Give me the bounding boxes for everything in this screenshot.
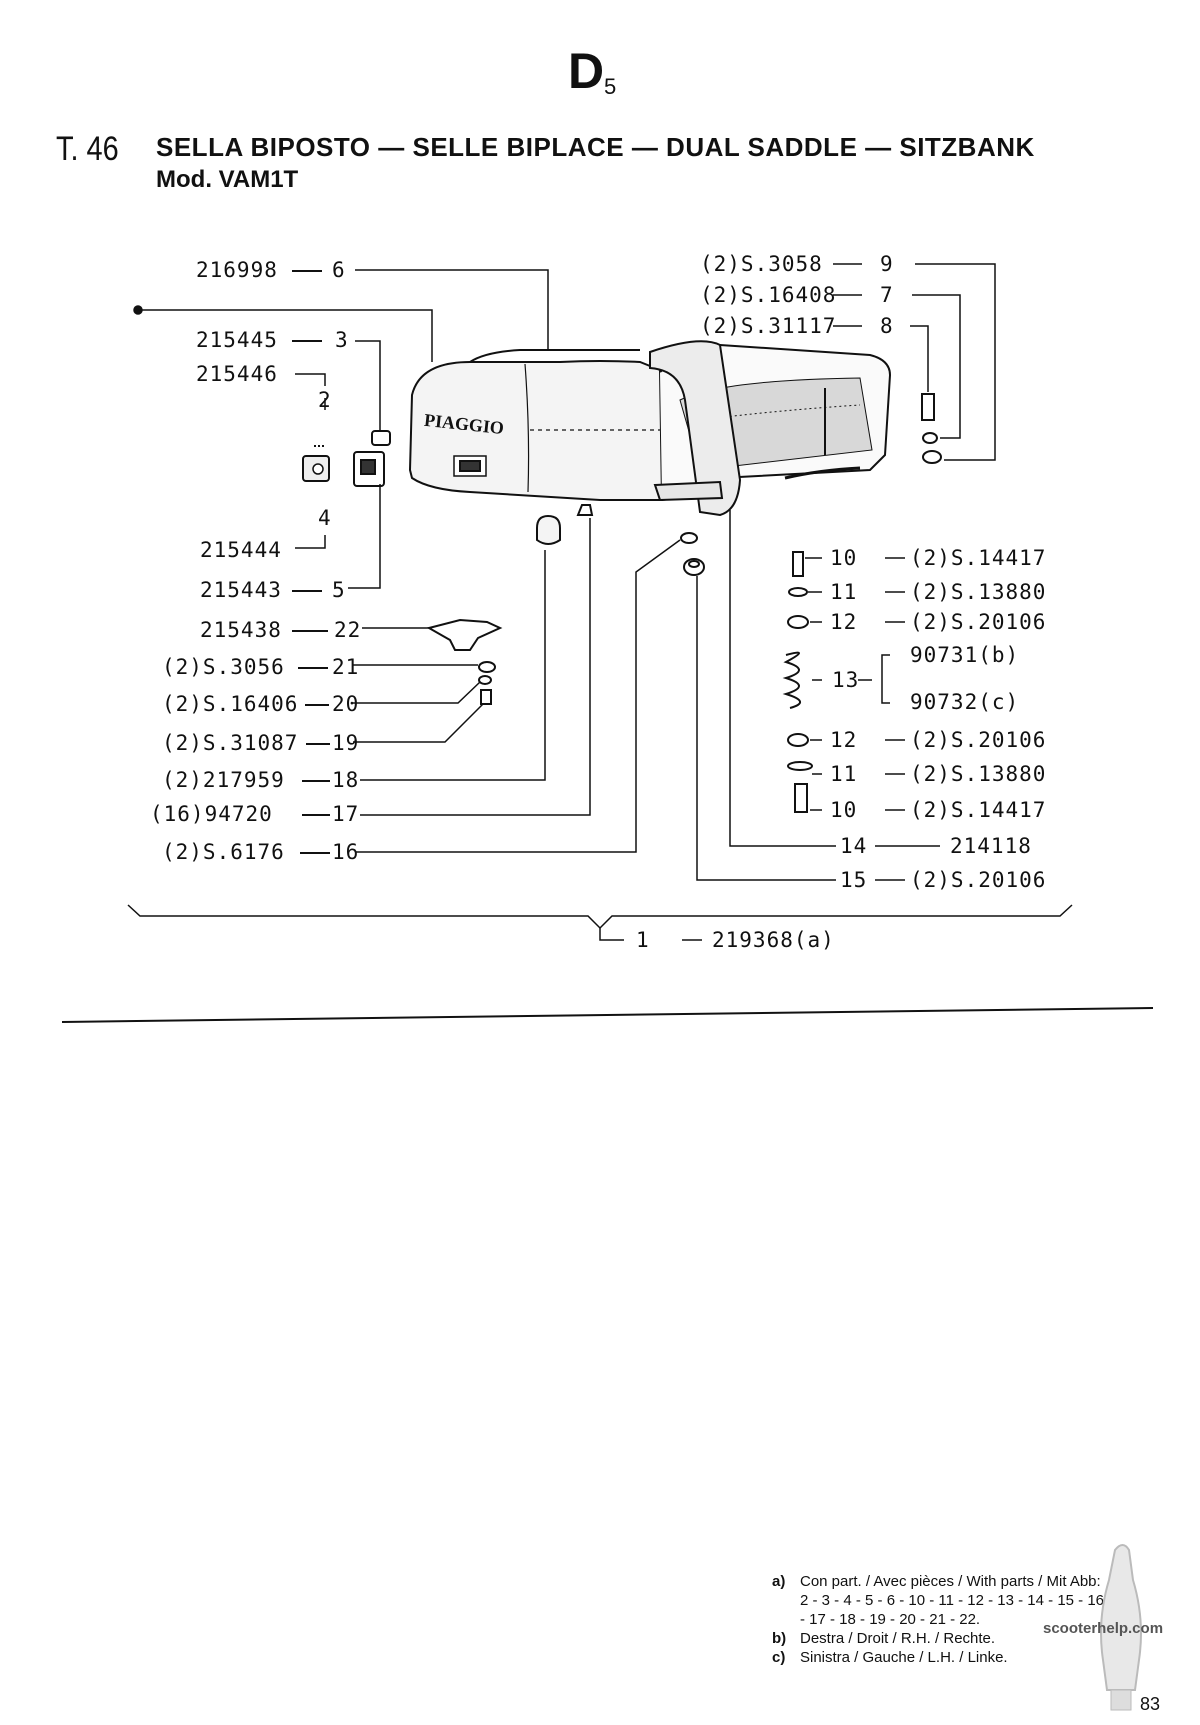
part-10b-icon [794, 783, 808, 813]
part-code-215438: 215438 [200, 618, 282, 642]
part-code-214118: 214118 [950, 834, 1032, 858]
part-ref-9: 9 [880, 252, 894, 276]
part-code-s20106: (2)S.20106 [910, 610, 1047, 634]
part-code-s3058: (2)S.3058 [700, 252, 823, 276]
part-code-s16406: (2)S.16406 [162, 692, 299, 716]
part-ref-15: 15 [840, 868, 868, 892]
part-code-90731: 90731(b) [910, 643, 1020, 667]
part-code-216998: 216998 [196, 258, 278, 282]
part-code-s3056: (2)S.3056 [162, 655, 285, 679]
part-7-icon [922, 432, 938, 444]
footnote-b: b) Destra / Droit / R.H. / Rechte. [772, 1630, 996, 1647]
part-code-215446: 215446 [196, 362, 278, 386]
part-code-s20106b: (2)S.20106 [910, 728, 1047, 752]
part-ref-5: 5 [332, 578, 346, 602]
part-code-s14417: (2)S.14417 [910, 546, 1047, 570]
leader-lines [127, 263, 1073, 941]
part-11-icon [788, 587, 808, 597]
part-9-icon [922, 450, 942, 464]
part-code-94720: (16)94720 [150, 802, 273, 826]
scooter-watermark-icon [1100, 1544, 1142, 1711]
part-ref-21: 21 [332, 655, 360, 679]
part-17-icon [576, 504, 594, 516]
part-ref-12b: 12 [830, 728, 858, 752]
part-ref-18: 18 [332, 768, 360, 792]
part-10-icon [792, 551, 804, 577]
table-number: T. 46 [56, 130, 119, 168]
part-code-215443: 215443 [200, 578, 282, 602]
footnote-c: c) Sinistra / Gauche / L.H. / Linke. [772, 1649, 1008, 1666]
page-number: 83 [1140, 1694, 1161, 1714]
part-16-icon [680, 532, 698, 544]
part-ref-4: 4 [318, 506, 332, 530]
part-ref-11: 11 [830, 580, 858, 604]
part-code-s6176: (2)S.6176 [162, 840, 285, 864]
part-21-icon [478, 661, 496, 673]
part-code-215444: 215444 [200, 538, 282, 562]
part-code-90732: 90732(c) [910, 690, 1020, 714]
part-code-s14417b: (2)S.14417 [910, 798, 1047, 822]
part-18-icon [536, 514, 561, 545]
part-ref-20: 20 [332, 692, 360, 716]
part-code-215445: 215445 [196, 328, 278, 352]
separator-line [61, 1007, 1154, 1023]
section-subscript: 5 [604, 74, 617, 99]
part-code-s16408: (2)S.16408 [700, 283, 837, 307]
part-ref-17: 17 [332, 802, 360, 826]
assembly-code: 219368(a) [712, 928, 835, 952]
part-ref-3: 3 [335, 328, 349, 352]
part-ref-16: 16 [332, 840, 360, 864]
part-ref-19: 19 [332, 731, 360, 755]
part-ref-13: 13 [832, 668, 860, 692]
grab-handle [649, 340, 742, 517]
part-ref-12: 12 [830, 610, 858, 634]
part-22-icon [426, 618, 503, 651]
part-code-s31117: (2)S.31117 [700, 314, 837, 338]
section-letter: D [568, 43, 605, 99]
part-code-s31087: (2)S.31087 [162, 731, 299, 755]
footnote-a: a) Con part. / Avec pièces / With parts … [772, 1573, 1105, 1628]
part-ref-6: 6 [332, 258, 346, 282]
part-ref-2: 2 [318, 388, 332, 412]
part-ref-22: 22 [334, 618, 362, 642]
part-ref-7: 7 [880, 283, 894, 307]
part-3-icon [371, 430, 391, 446]
part-13-spring-icon [782, 651, 801, 709]
part-code-s13880: (2)S.13880 [910, 580, 1047, 604]
footnotes: a) Con part. / Avec pièces / With parts … [772, 1572, 1104, 1667]
model-subtitle: Mod. VAM1T [156, 166, 299, 193]
part-ref-14: 14 [840, 834, 868, 858]
assembly-ref: 1 [636, 928, 650, 952]
part-12b-icon [787, 733, 809, 747]
part-19-icon [480, 689, 492, 705]
part-code-s20106c: (2)S.20106 [910, 868, 1047, 892]
part-code-s13880b: (2)S.13880 [910, 762, 1047, 786]
page-title: SELLA BIPOSTO — SELLE BIPLACE — DUAL SAD… [156, 132, 1035, 162]
part-12-icon [787, 615, 809, 629]
part-20-icon [478, 675, 492, 685]
part-ref-11b: 11 [830, 762, 858, 786]
part-11b-icon [787, 761, 813, 771]
part-ref-10: 10 [830, 546, 858, 570]
part-ref-8: 8 [880, 314, 894, 338]
part-code-217959: (2)217959 [162, 768, 285, 792]
part-ref-10b: 10 [830, 798, 858, 822]
part-8-icon [921, 393, 935, 421]
watermark-text: scooterhelp.com [1043, 1620, 1164, 1637]
